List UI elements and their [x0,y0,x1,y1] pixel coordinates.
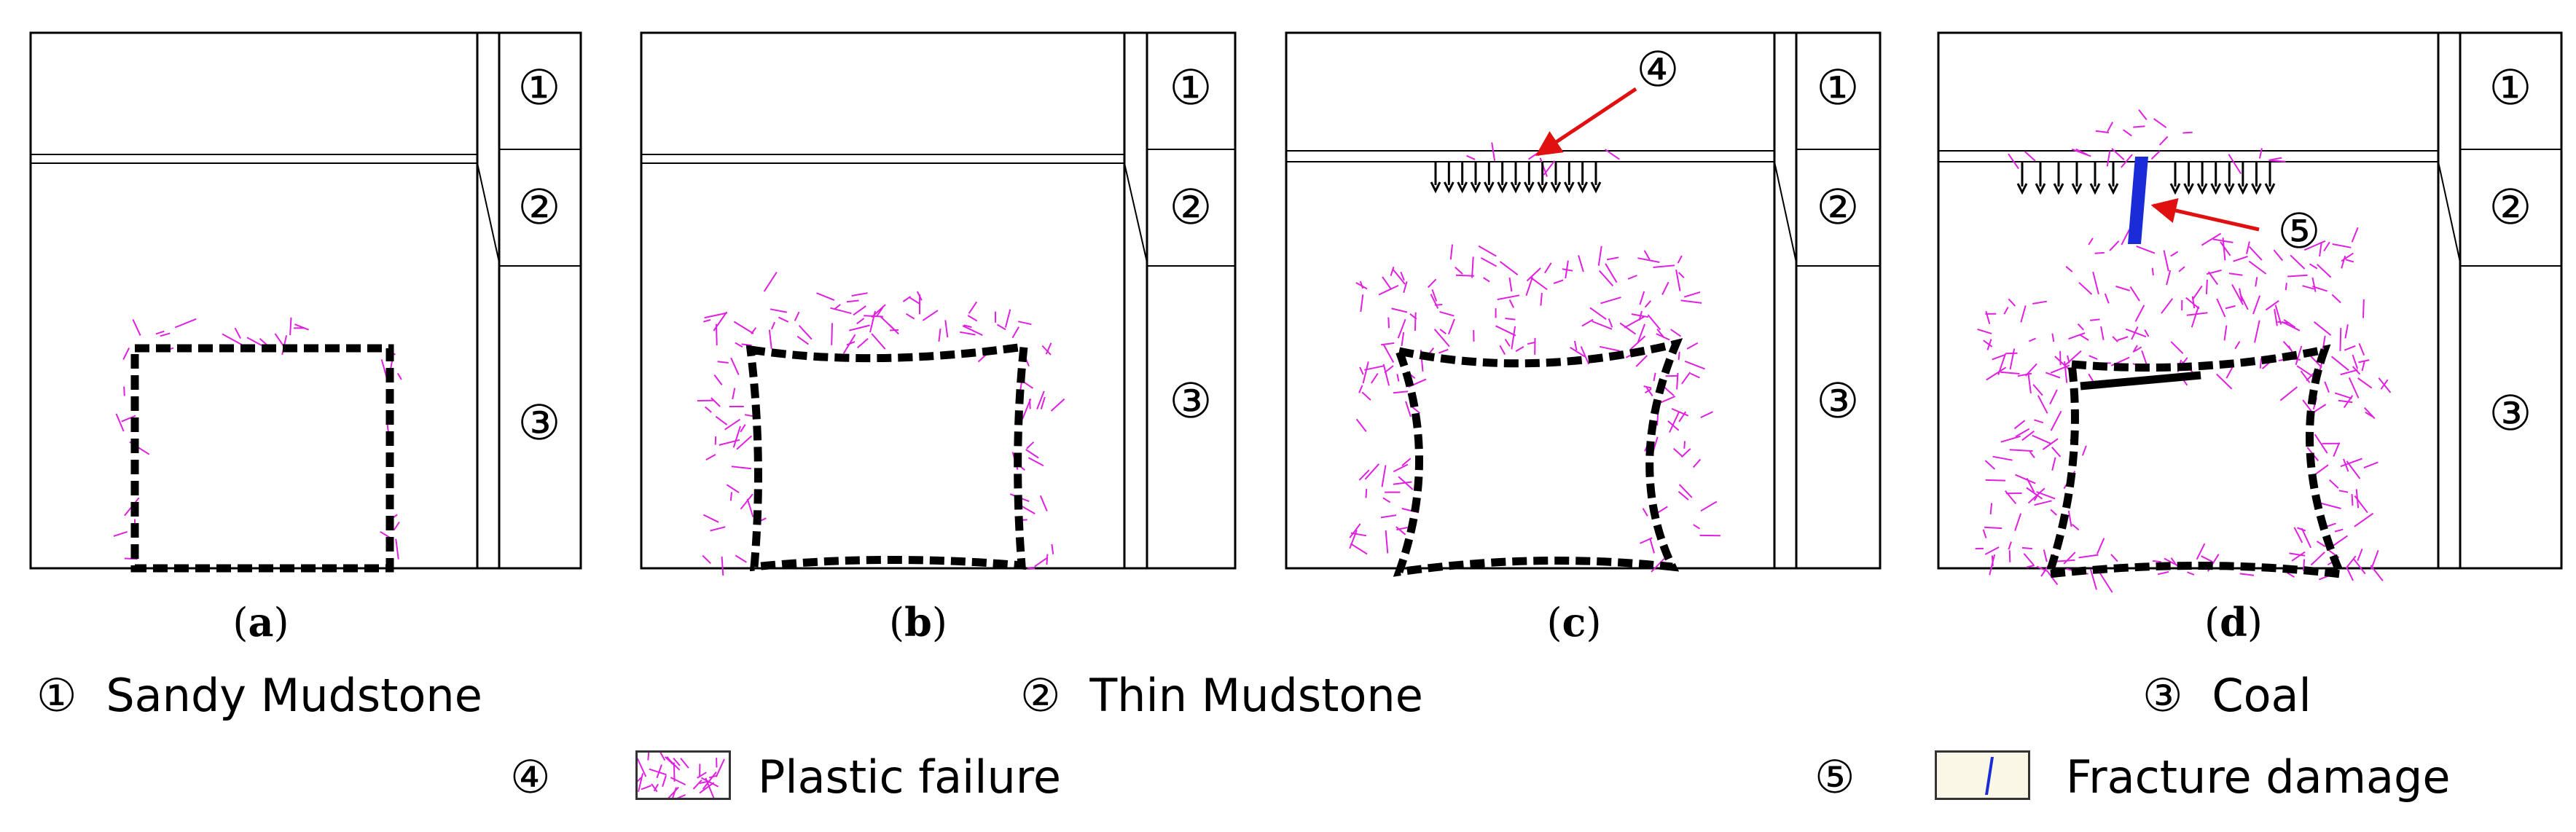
legend-marker: ③ [2142,669,2183,722]
panel-label-b: (b) [889,599,947,645]
layer-marker-3: ③ [2489,385,2532,441]
plastic-zone [113,317,402,560]
fracture-crack [2128,157,2148,244]
load-arrows [2016,162,2276,195]
legend-marker-fracture: ⑤ [1814,750,1855,804]
callout-marker-fracture: ⑤ [2277,203,2320,259]
panel-a [29,31,582,573]
panel-label-d: (d) [2204,599,2263,645]
legend-label: Coal [2212,669,2311,722]
panel-d [1937,31,2563,593]
layer-marker-2: ② [1169,179,1212,235]
legend-thin-mudstone: ② Thin Mudstone [1020,669,1423,722]
legend-marker: ① [36,669,77,722]
panel-b [640,31,1237,576]
layer-marker-1: ① [517,60,560,116]
callout-arrow-fracture [2150,197,2260,232]
legend-fracture-damage: Fracture damage [2066,750,2451,804]
legend-plastic-failure: Plastic failure [758,750,1062,804]
layer-marker-2: ② [1816,179,1859,235]
legend-marker-plastic: ④ [510,750,551,804]
legend-coal: ③ Coal [2142,669,2311,722]
legend-marker: ② [1020,669,1061,722]
callout-marker-plastic: ④ [1636,42,1679,98]
layer-marker-2: ② [2489,179,2532,235]
callout-arrow-plastic [1535,87,1637,157]
plastic-failure-swatch [635,750,731,800]
legend-label: Sandy Mudstone [106,669,482,722]
panel-c [1285,31,1882,577]
layer-marker-1: ① [1816,60,1859,116]
layer-marker-2: ② [517,179,560,235]
load-arrows [1430,162,1602,194]
layer-marker-3: ③ [1169,373,1212,429]
layer-marker-1: ① [1169,60,1212,116]
plastic-zone [697,271,1065,576]
legend-sandy-mudstone: ① Sandy Mudstone [36,669,482,722]
layer-marker-3: ③ [517,395,560,451]
panel-label-c: (c) [1546,599,1602,645]
layer-marker-1: ① [2489,60,2532,116]
roadway-outline [2043,344,2347,579]
layer-marker-3: ③ [1816,373,1859,429]
roadway-outline [1393,338,1683,577]
legend-label: Thin Mudstone [1089,669,1423,722]
panel-label-a: (a) [232,599,289,645]
roadway-outline [745,342,1029,572]
fracture-damage-swatch [1935,750,2030,800]
roadway-outline [130,344,394,573]
